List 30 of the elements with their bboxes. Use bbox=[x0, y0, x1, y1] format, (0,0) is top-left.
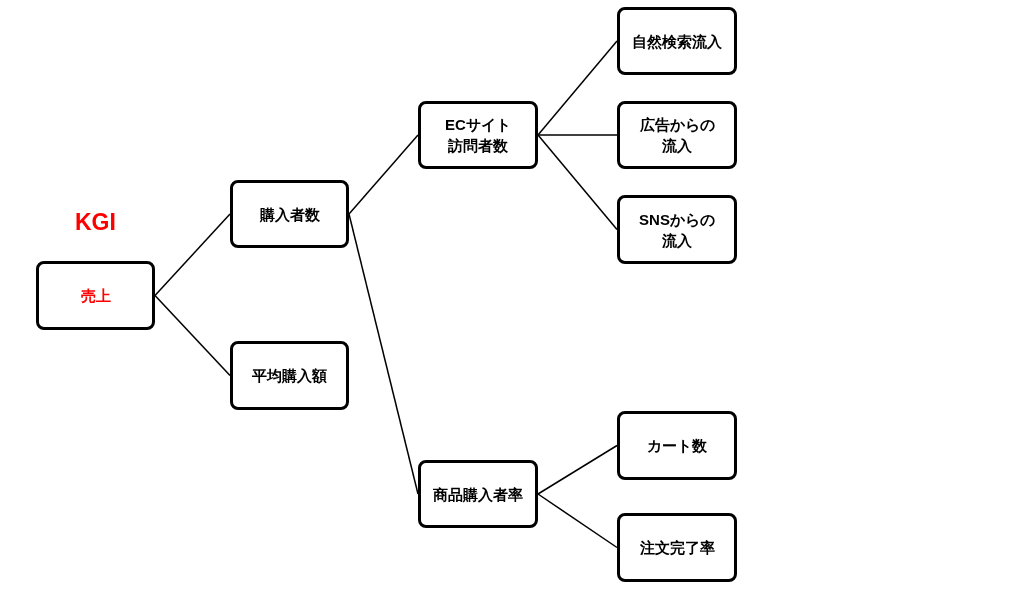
process-box bbox=[617, 195, 737, 264]
process-box bbox=[617, 411, 737, 480]
process-box bbox=[418, 460, 538, 528]
node-label: 注文完了率 bbox=[639, 538, 715, 558]
node-label: 商品購入者率 bbox=[433, 484, 523, 505]
connector-line bbox=[348, 134, 419, 215]
node-label: 平均購入額 bbox=[252, 366, 327, 386]
node-label: 売上 bbox=[80, 286, 111, 306]
connector-line bbox=[348, 213, 419, 495]
node-label: ECサイト訪問者数 bbox=[444, 115, 512, 156]
process-box bbox=[230, 180, 349, 248]
node-label: 購入者数 bbox=[259, 204, 320, 225]
node-label: 広告からの流入 bbox=[638, 115, 716, 156]
connector-line bbox=[154, 213, 231, 297]
process-box bbox=[36, 261, 155, 330]
connector-line bbox=[537, 40, 618, 136]
connector-line bbox=[537, 444, 618, 495]
heading-label: KGI bbox=[75, 209, 116, 236]
process-box bbox=[617, 513, 737, 582]
node-label: SNSからの流入 bbox=[638, 209, 716, 251]
connector-line bbox=[537, 134, 618, 231]
process-box bbox=[230, 341, 349, 410]
process-box bbox=[617, 101, 737, 169]
connector-line bbox=[537, 493, 618, 549]
connector-line bbox=[154, 294, 231, 377]
connector-line bbox=[537, 134, 618, 136]
node-label: カート数 bbox=[647, 436, 707, 456]
node-label: 自然検索流入 bbox=[632, 31, 722, 52]
process-box bbox=[617, 7, 737, 75]
process-box bbox=[418, 101, 538, 169]
